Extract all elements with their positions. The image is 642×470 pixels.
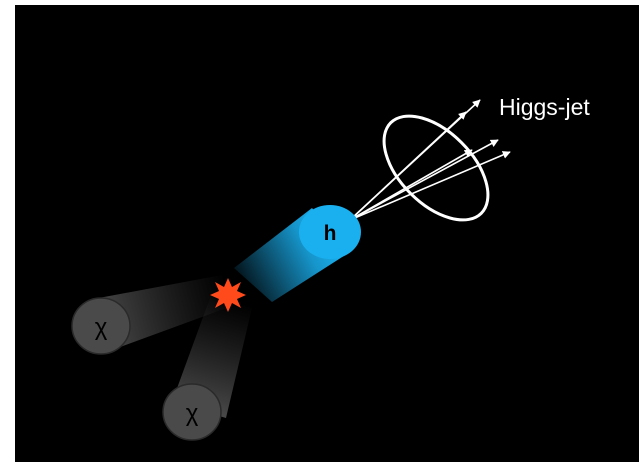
jet-label: Higgs-jet bbox=[499, 94, 590, 120]
higgs-label: h bbox=[324, 222, 337, 245]
jet-arrow bbox=[350, 150, 472, 220]
chi-label-bottom: χ bbox=[186, 400, 199, 427]
jet-cone-ellipse bbox=[365, 97, 506, 238]
chi-label-left: χ bbox=[95, 314, 108, 341]
